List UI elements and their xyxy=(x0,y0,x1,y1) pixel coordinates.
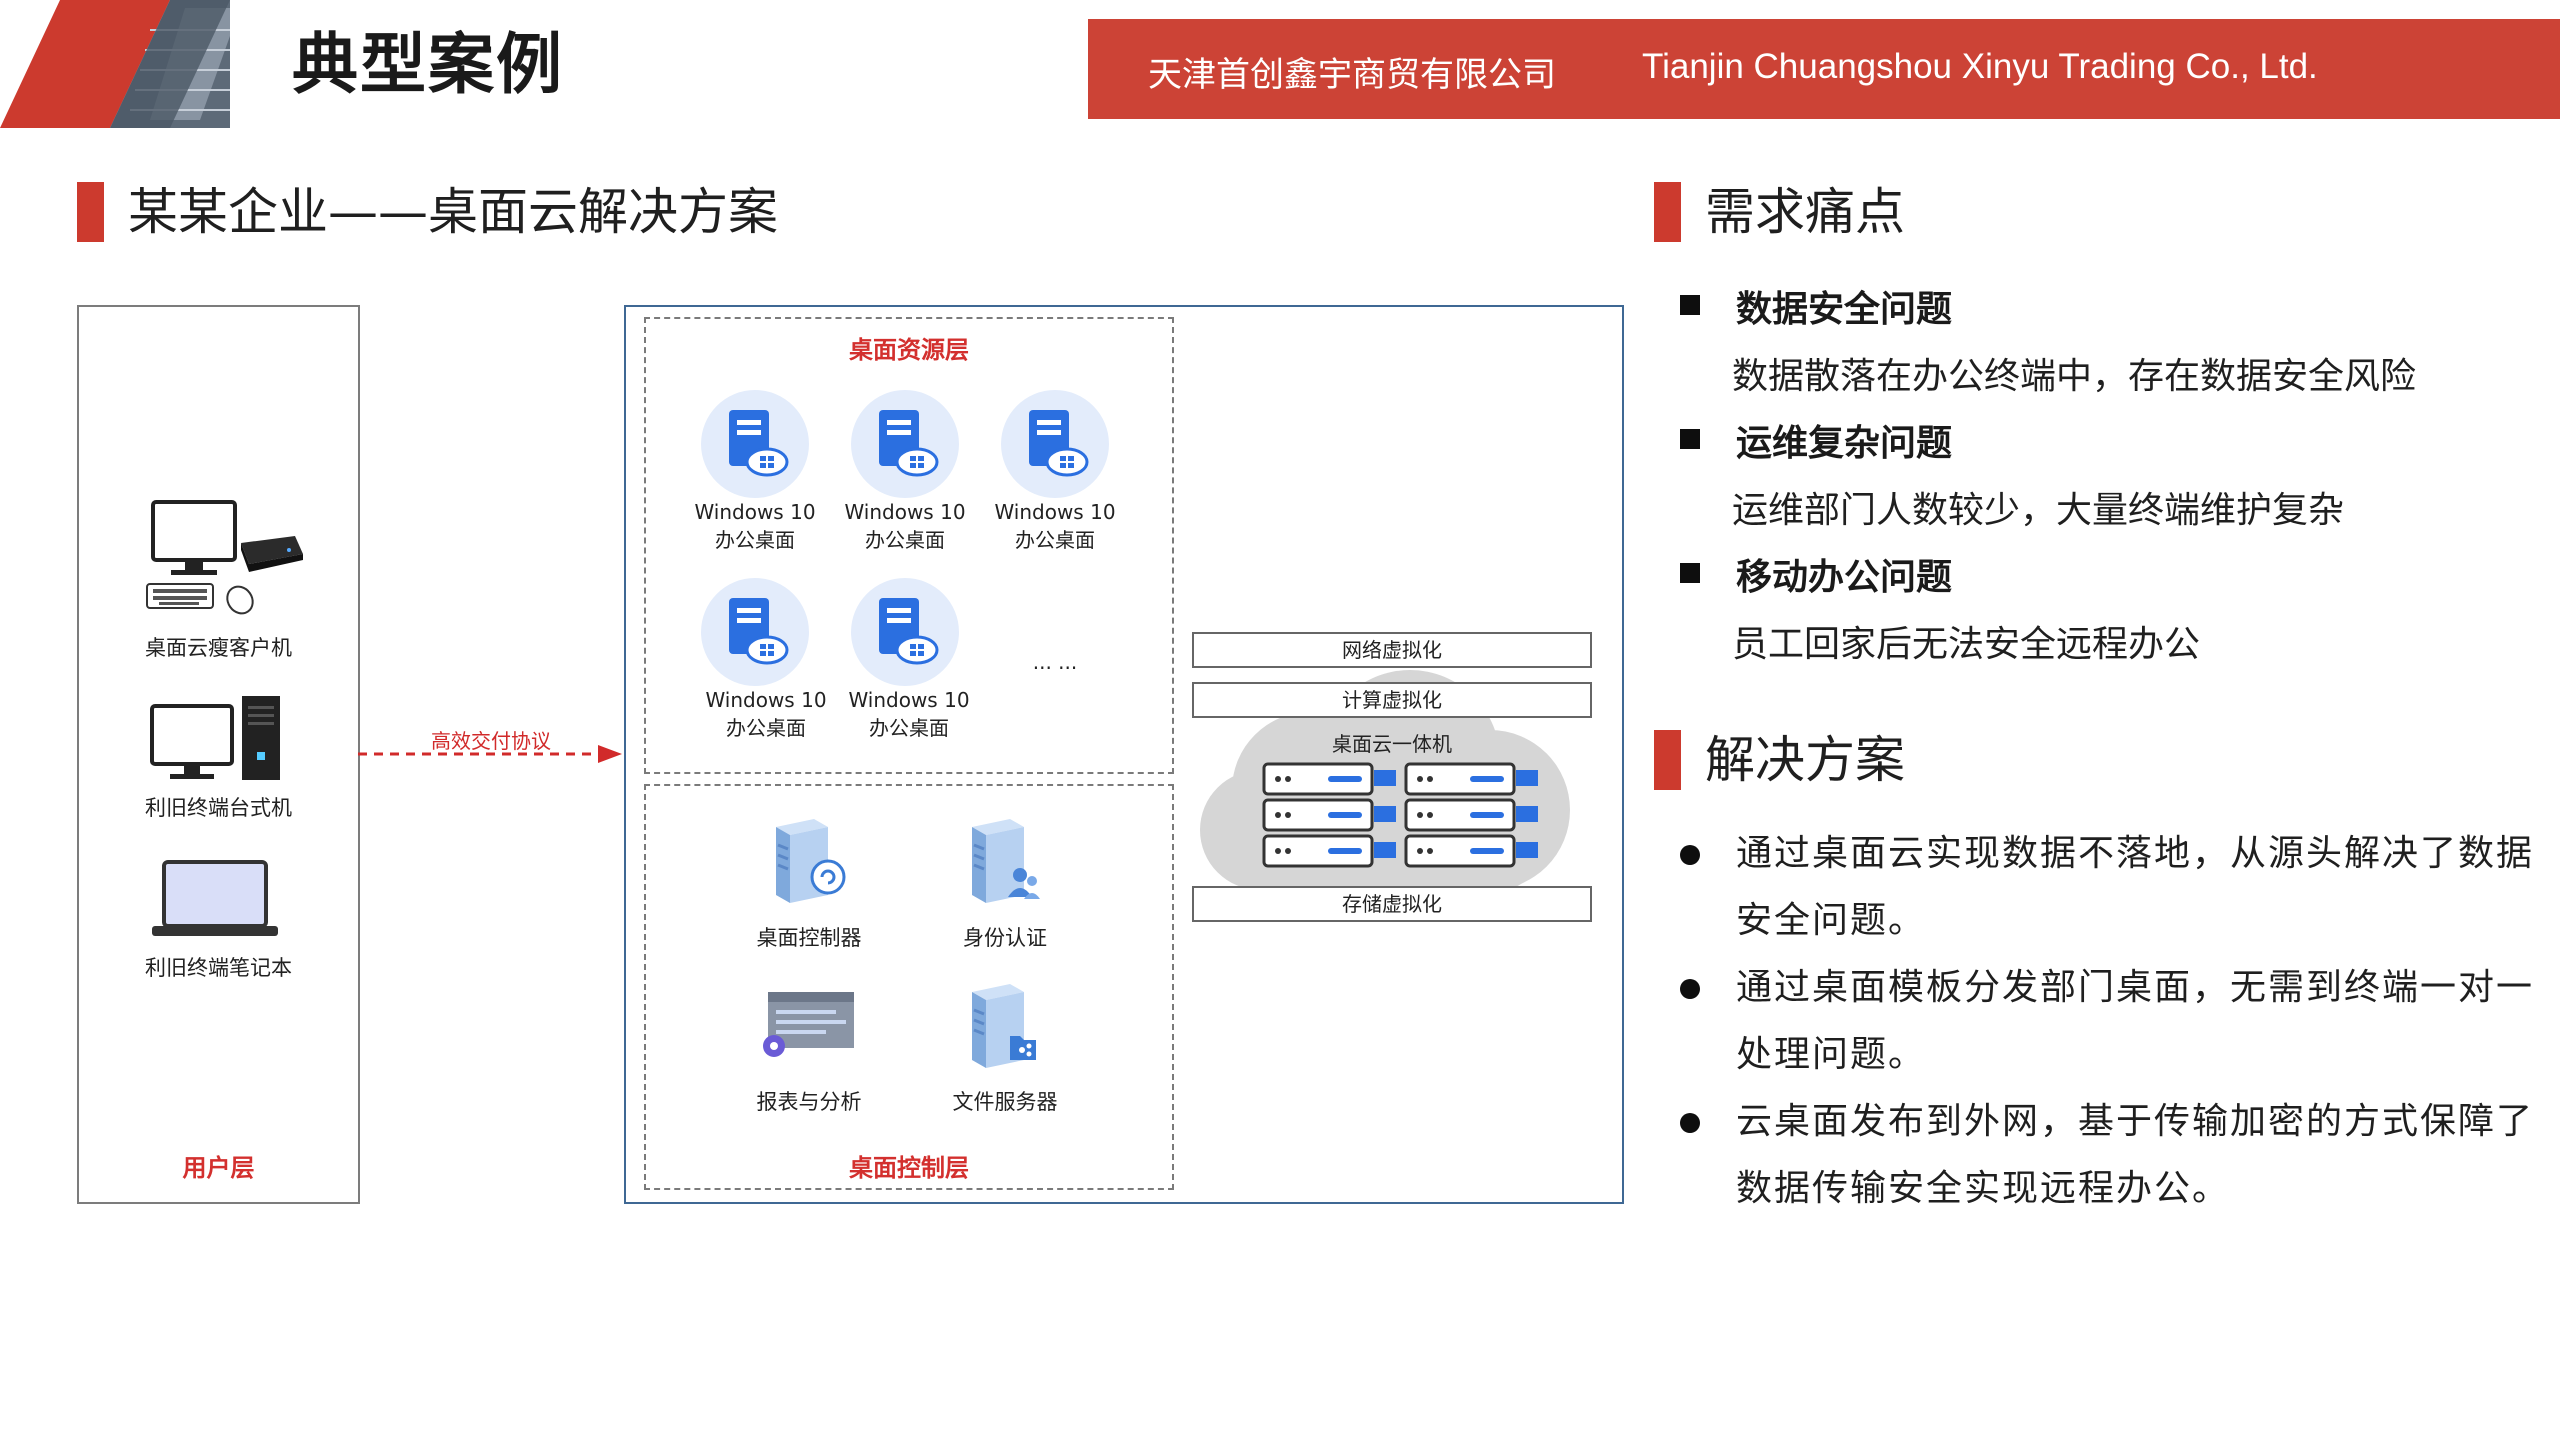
windows-desktop-icon xyxy=(701,390,809,498)
device-label-thin-client: 桌面云瘦客户机 xyxy=(145,636,292,660)
bullet-dot xyxy=(1680,979,1700,999)
device-label-laptop: 利旧终端笔记本 xyxy=(145,956,292,980)
company-banner: 天津首创鑫宇商贸有限公司 Tianjin Chuangshou Xinyu Tr… xyxy=(1088,19,2560,119)
bullet-square xyxy=(1680,563,1700,583)
file-server-icon xyxy=(972,984,1036,1068)
server-rack-icon xyxy=(1262,762,1538,868)
storage-virtualization-box: 存储虚拟化 xyxy=(1192,886,1592,922)
user-layer-label: 用户层 xyxy=(182,1154,255,1182)
solution-item: 通过桌面云实现数据不落地，从源头解决了数据安全问题。 xyxy=(1736,833,2535,941)
pain-point-desc: 员工回家后无法安全远程办公 xyxy=(1732,624,2201,665)
controller-server-icon xyxy=(776,819,846,903)
section-marker xyxy=(1654,182,1681,242)
protocol-arrow xyxy=(358,745,622,763)
compute-virtualization-box: 计算虚拟化 xyxy=(1192,682,1592,718)
resource-layer-label: 桌面资源层 xyxy=(849,336,969,364)
appliance-label: 桌面云一体机 xyxy=(1332,732,1452,756)
bullet-square xyxy=(1680,429,1700,449)
control-layer-box xyxy=(644,784,1174,1190)
bullet-dot xyxy=(1680,845,1700,865)
page-title: 典型案例 xyxy=(292,26,564,103)
solution-item: 通过桌面模板分发部门桌面，无需到终端一对一处理问题。 xyxy=(1736,967,2535,1075)
windows-desktop-icon xyxy=(851,390,959,498)
pain-point-desc: 运维部门人数较少，大量终端维护复杂 xyxy=(1732,490,2345,531)
section-marker xyxy=(1654,730,1681,790)
pain-point-title: 移动办公问题 xyxy=(1736,557,1953,598)
device-label-desktop: 利旧终端台式机 xyxy=(145,796,292,820)
bullet-square xyxy=(1680,295,1700,315)
control-item-label: 文件服务器 xyxy=(952,1090,1058,1114)
section-marker xyxy=(77,182,104,242)
pain-point-desc: 数据散落在办公终端中，存在数据安全风险 xyxy=(1732,356,2417,397)
company-name-cn: 天津首创鑫宇商贸有限公司 xyxy=(1148,55,1556,95)
header-decoration xyxy=(0,0,290,128)
laptop-icon xyxy=(152,860,278,936)
windows-desktop-icon xyxy=(1001,390,1109,498)
control-item-label: 桌面控制器 xyxy=(756,926,862,950)
pain-points-title: 需求痛点 xyxy=(1705,183,1905,241)
more-desktops: ... ... xyxy=(1032,650,1078,674)
thin-client-icon xyxy=(146,500,303,615)
solutions-title: 解决方案 xyxy=(1705,731,1905,789)
windows-desktop-icon xyxy=(851,578,959,686)
control-item-label: 身份认证 xyxy=(963,926,1047,950)
protocol-label: 高效交付协议 xyxy=(431,729,551,753)
control-layer-label: 桌面控制层 xyxy=(849,1154,969,1182)
resource-layer-box xyxy=(644,317,1174,774)
pain-point-title: 数据安全问题 xyxy=(1736,289,1953,330)
solution-item: 云桌面发布到外网，基于传输加密的方式保障了数据传输安全实现远程办公。 xyxy=(1736,1101,2535,1209)
company-name-en: Tianjin Chuangshou Xinyu Trading Co., Lt… xyxy=(1642,47,2318,86)
auth-server-icon xyxy=(972,819,1040,903)
desktop-pc-icon xyxy=(150,696,280,780)
bullet-dot xyxy=(1680,1113,1700,1133)
report-icon xyxy=(763,992,854,1057)
network-virtualization-box: 网络虚拟化 xyxy=(1192,632,1592,668)
control-item-label: 报表与分析 xyxy=(756,1090,862,1114)
windows-desktop-icon xyxy=(701,578,809,686)
solution-section-title: 某某企业——桌面云解决方案 xyxy=(128,183,778,241)
pain-point-title: 运维复杂问题 xyxy=(1736,423,1953,464)
